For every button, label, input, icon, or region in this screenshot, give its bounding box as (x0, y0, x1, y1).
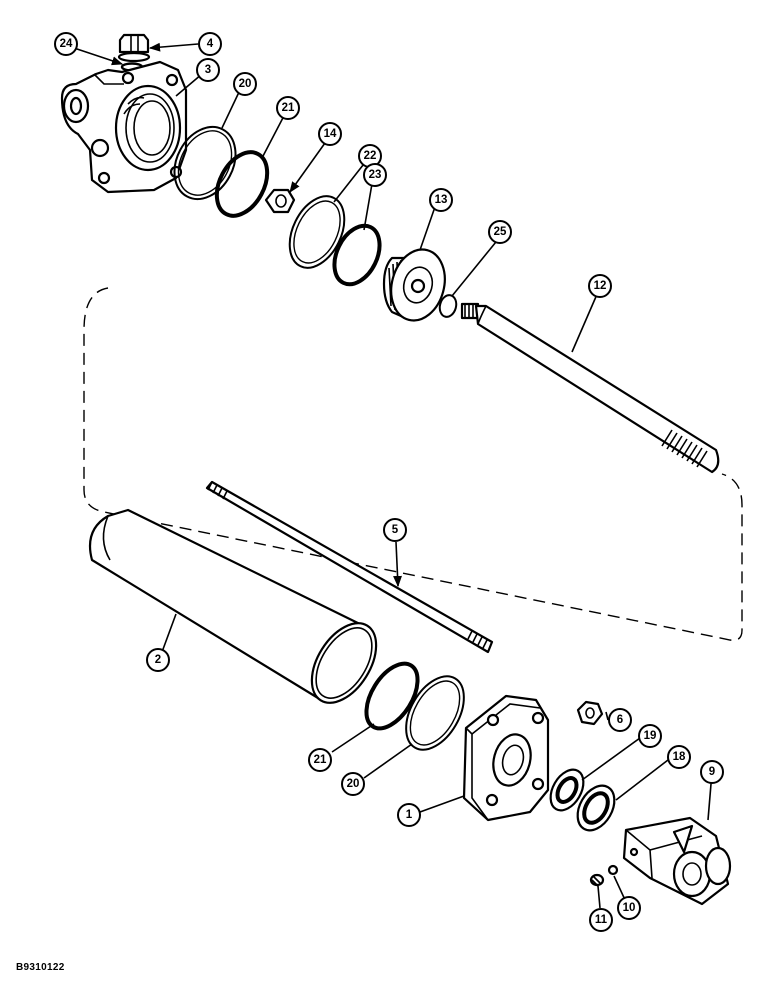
callout-1: 1 (397, 803, 421, 827)
svg-text:2: 2 (155, 654, 161, 666)
svg-text:22: 22 (364, 150, 377, 162)
callout-6: 6 (608, 708, 632, 732)
callout-21-upper: 21 (276, 96, 300, 120)
o-ring-21-lower-part (364, 661, 420, 731)
svg-text:6: 6 (617, 714, 623, 726)
o-ring-21-upper-part (214, 150, 270, 218)
leader-lines (73, 42, 713, 909)
wiper-18-part (576, 784, 616, 832)
callout-11: 11 (589, 908, 613, 932)
svg-text:23: 23 (369, 169, 382, 181)
callout-4: 4 (198, 32, 222, 56)
callout-2: 2 (146, 648, 170, 672)
cylinder-barrel-part (88, 508, 378, 704)
callout-12: 12 (588, 274, 612, 298)
callout-18: 18 (667, 745, 691, 769)
callout-9: 9 (700, 760, 724, 784)
svg-text:12: 12 (594, 280, 607, 292)
callout-20-upper: 20 (233, 72, 257, 96)
seal-19-part (549, 768, 585, 812)
svg-text:13: 13 (435, 194, 448, 206)
svg-text:5: 5 (392, 524, 399, 536)
callout-14: 14 (318, 122, 342, 146)
svg-text:19: 19 (644, 730, 657, 742)
figure-code: B9310122 (16, 962, 65, 973)
hex-nut-part (264, 188, 296, 214)
callout-19: 19 (638, 724, 662, 748)
o-ring-23-part (332, 223, 382, 287)
svg-text:25: 25 (494, 226, 507, 238)
svg-text:21: 21 (314, 754, 327, 766)
clevis-part (622, 816, 732, 906)
callout-3: 3 (196, 58, 220, 82)
head-end-cap-part (60, 60, 188, 194)
svg-text:20: 20 (239, 78, 252, 90)
svg-text:10: 10 (623, 902, 636, 914)
o-ring-20-upper-part (173, 125, 237, 201)
svg-text:20: 20 (347, 778, 360, 790)
svg-text:18: 18 (673, 751, 686, 763)
svg-text:1: 1 (406, 809, 413, 821)
piston-part (382, 248, 446, 322)
callout-23: 23 (363, 163, 387, 187)
svg-text:21: 21 (282, 102, 295, 114)
tie-rod-part (205, 480, 494, 654)
backup-ring-part (288, 195, 346, 269)
plug-part (117, 33, 151, 63)
ball-part (607, 864, 619, 876)
rod-end-cap-part (462, 694, 550, 822)
callout-25: 25 (488, 220, 512, 244)
piston-rod-part (460, 302, 720, 474)
set-screw-part (589, 873, 605, 887)
o-ring-20-lower-part (405, 675, 465, 751)
svg-text:3: 3 (205, 64, 211, 76)
svg-text:9: 9 (709, 766, 715, 778)
svg-text:24: 24 (60, 38, 73, 50)
callout-24: 24 (54, 32, 78, 56)
small-o-ring-25-part (438, 294, 458, 318)
nut-6-part (576, 700, 604, 726)
callout-20-lower: 20 (341, 772, 365, 796)
svg-text:11: 11 (595, 914, 608, 926)
callout-5: 5 (383, 518, 407, 542)
callout-10: 10 (617, 896, 641, 920)
callout-13: 13 (429, 188, 453, 212)
svg-text:14: 14 (324, 128, 337, 140)
callout-21-lower: 21 (308, 748, 332, 772)
svg-text:4: 4 (207, 38, 214, 50)
